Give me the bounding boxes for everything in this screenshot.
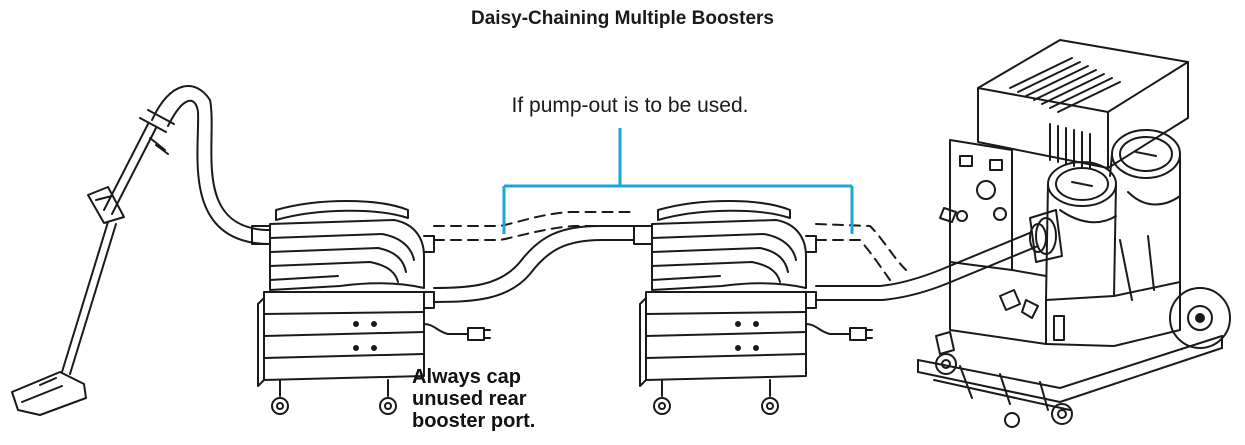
vacuum-hose	[433, 225, 635, 303]
pumpout-hose	[433, 211, 907, 281]
booster-unit-icon	[633, 200, 873, 415]
booster-unit-icon	[251, 200, 491, 415]
vacuum-wand-icon	[11, 85, 271, 416]
cap-port-note-line: unused rear	[412, 388, 527, 410]
pumpout-bracket	[502, 128, 854, 234]
extractor-machine-icon	[917, 39, 1231, 428]
cap-port-note-line: booster port.	[412, 410, 536, 432]
cap-port-note-line: Always cap	[412, 366, 521, 388]
pumpout-callout: If pump-out is to be used.	[511, 94, 749, 117]
diagram-title: Daisy-Chaining Multiple Boosters	[471, 8, 774, 29]
cap-port-note: Always cap unused rear booster port.	[412, 366, 612, 432]
